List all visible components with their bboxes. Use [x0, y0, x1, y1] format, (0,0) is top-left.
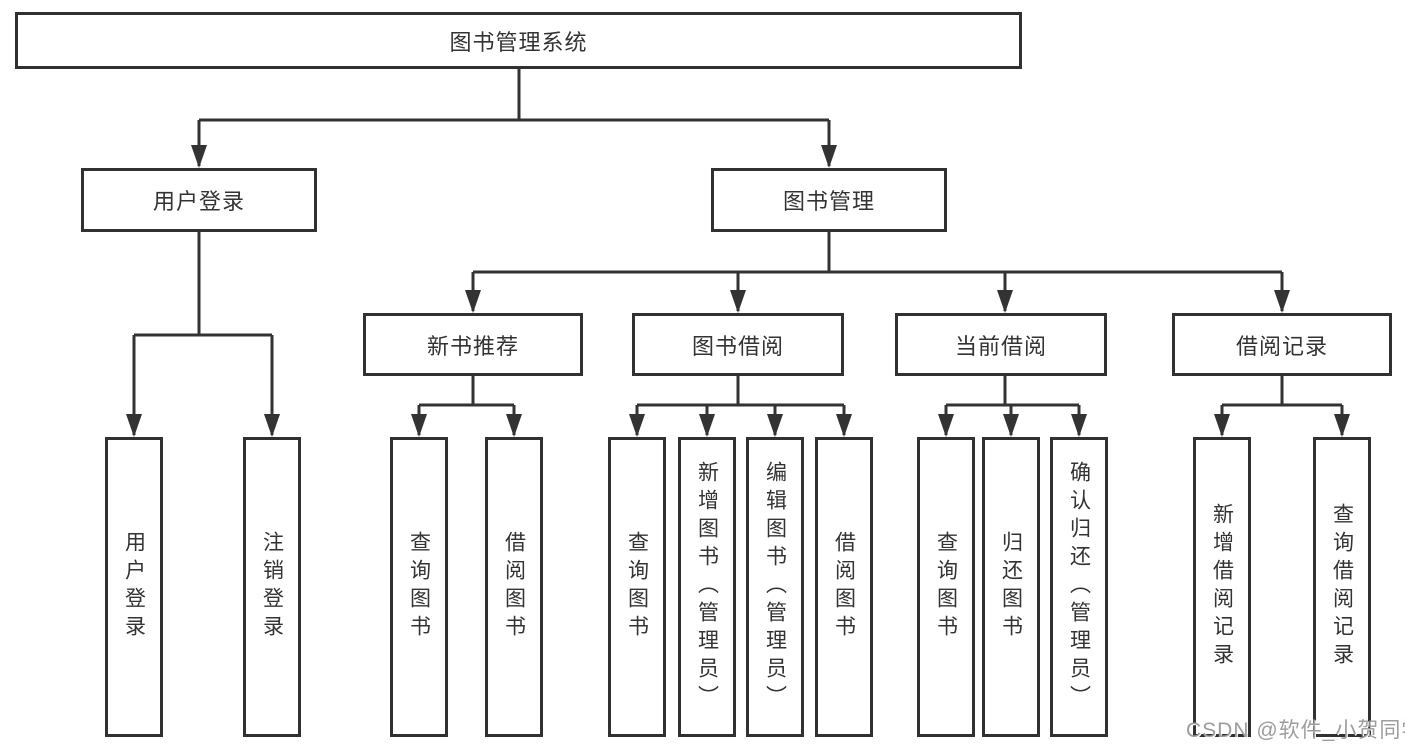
node-logout-action: 注销登录 [243, 437, 301, 737]
node-label: 归还图书 [999, 531, 1023, 643]
node-user-login-action: 用户登录 [105, 437, 163, 737]
node-root: 图书管理系统 [15, 12, 1022, 69]
node-label: 新增图书（管理员） [695, 461, 719, 713]
node-label: 用户登录 [152, 189, 245, 214]
node-label: 图书管理系统 [449, 29, 588, 55]
node-records-query-record: 查询借阅记录 [1313, 437, 1371, 737]
node-label: 用户登录 [122, 531, 146, 643]
node-book-management: 图书管理 [711, 168, 947, 232]
node-new-book-recommend: 新书推荐 [363, 313, 583, 376]
node-borrow-query-books: 查询图书 [608, 437, 666, 737]
tree-edges [132, 68, 1344, 435]
node-borrow-records: 借阅记录 [1172, 313, 1392, 376]
node-label: 当前借阅 [954, 333, 1047, 359]
node-label: 新增借阅记录 [1210, 503, 1234, 671]
node-label: 查询借阅记录 [1330, 503, 1354, 671]
node-label: 编辑图书（管理员） [763, 461, 787, 713]
node-current-borrow: 当前借阅 [895, 313, 1107, 376]
node-current-return-books: 归还图书 [982, 437, 1040, 737]
node-label: 查询图书 [625, 531, 649, 643]
node-current-query-books: 查询图书 [917, 437, 975, 737]
node-label: 图书管理 [782, 189, 875, 214]
node-label: 查询图书 [407, 531, 431, 643]
node-borrow-add-books-admin: 新增图书（管理员） [678, 437, 736, 737]
node-borrow-edit-books-admin: 编辑图书（管理员） [746, 437, 804, 737]
node-label: 借阅图书 [502, 531, 526, 643]
node-borrow-borrow-books: 借阅图书 [815, 437, 873, 737]
node-recommend-query-books: 查询图书 [390, 437, 448, 737]
node-recommend-borrow-books: 借阅图书 [485, 437, 543, 737]
node-label: 图书借阅 [691, 333, 784, 359]
node-book-borrow: 图书借阅 [632, 313, 844, 376]
node-label: 确认归还（管理员） [1067, 461, 1091, 713]
node-label: 查询图书 [934, 531, 958, 643]
node-label: 新书推荐 [426, 333, 519, 359]
csdn-watermark: CSDN @软件_小贺同学 [1186, 719, 1405, 742]
node-user-login: 用户登录 [81, 168, 317, 232]
node-label: 注销登录 [260, 531, 284, 643]
node-label: 借阅图书 [832, 531, 856, 643]
node-current-confirm-return-admin: 确认归还（管理员） [1050, 437, 1108, 737]
node-label: 借阅记录 [1235, 333, 1328, 359]
node-records-add-record: 新增借阅记录 [1193, 437, 1251, 737]
